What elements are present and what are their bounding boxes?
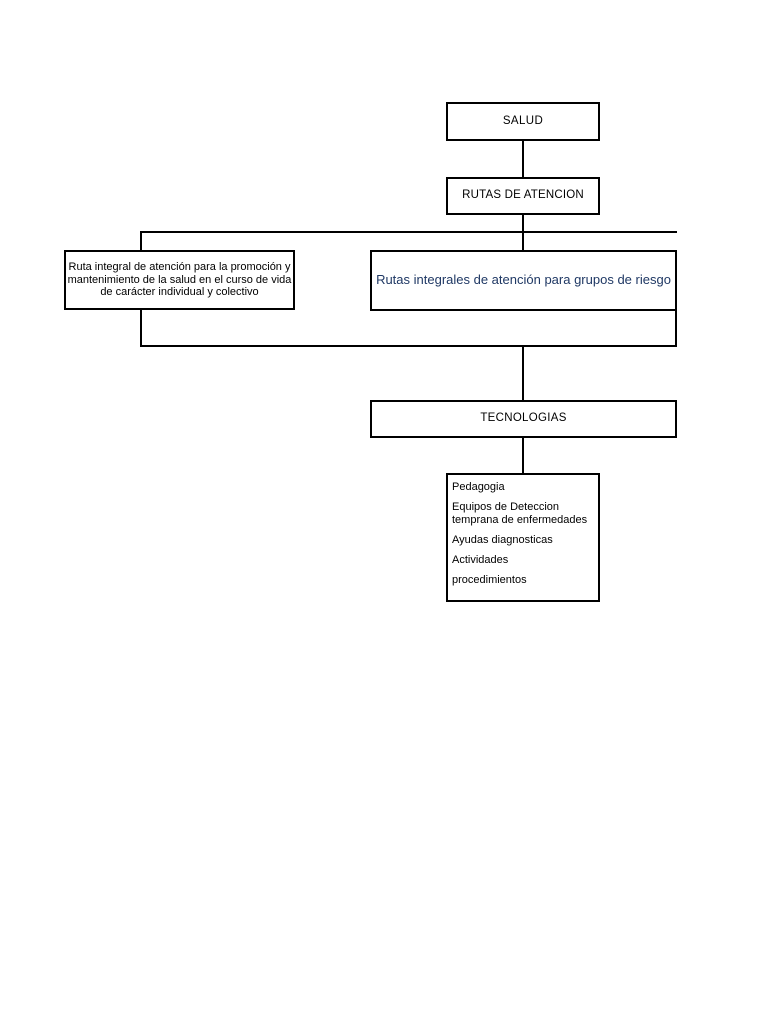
edge-rutas-atencion-stem bbox=[522, 214, 524, 233]
edge-bottom-bus-to-tecnologias bbox=[522, 345, 524, 401]
node-tecnologias-label: TECNOLOGIAS bbox=[480, 412, 567, 425]
node-rutas-atencion-label: RUTAS DE ATENCION bbox=[462, 189, 584, 202]
node-rutas-grupos-label: Rutas integrales de atención para grupos… bbox=[376, 272, 671, 288]
edge-top-bus-to-rutas-grupos bbox=[522, 231, 524, 251]
edge-top-bus bbox=[140, 231, 677, 233]
edge-bottom-bus bbox=[140, 345, 677, 347]
node-ruta-integral-label: Ruta integral de atención para la promoc… bbox=[67, 260, 292, 299]
node-tecnologias[interactable]: TECNOLOGIAS bbox=[370, 400, 677, 438]
node-rutas-integrales-grupos-riesgo[interactable]: Rutas integrales de atención para grupos… bbox=[370, 250, 677, 311]
edge-tecnologias-to-list bbox=[522, 437, 524, 474]
edge-salud-to-rutas-atencion bbox=[522, 140, 524, 178]
list-item: Actividades bbox=[452, 553, 509, 566]
edge-top-bus-to-ruta-individual bbox=[140, 231, 142, 251]
node-salud-label: SALUD bbox=[502, 114, 544, 127]
edge-rutas-grupos-stem bbox=[675, 311, 677, 346]
list-item: Equipos de Deteccion temprana de enferme… bbox=[452, 500, 588, 526]
node-rutas-atencion[interactable]: RUTAS DE ATENCION bbox=[446, 177, 600, 215]
list-item: Ayudas diagnosticas bbox=[452, 533, 553, 546]
node-salud[interactable]: SALUD bbox=[446, 102, 600, 141]
list-item: procedimientos bbox=[452, 573, 527, 586]
edge-ruta-individual-stem bbox=[140, 309, 142, 347]
list-item: Pedagogia bbox=[452, 481, 505, 493]
node-tecnologias-list[interactable]: Pedagogia Equipos de Deteccion temprana … bbox=[446, 473, 600, 602]
node-ruta-integral-individual-colectivo[interactable]: Ruta integral de atención para la promoc… bbox=[64, 250, 295, 310]
